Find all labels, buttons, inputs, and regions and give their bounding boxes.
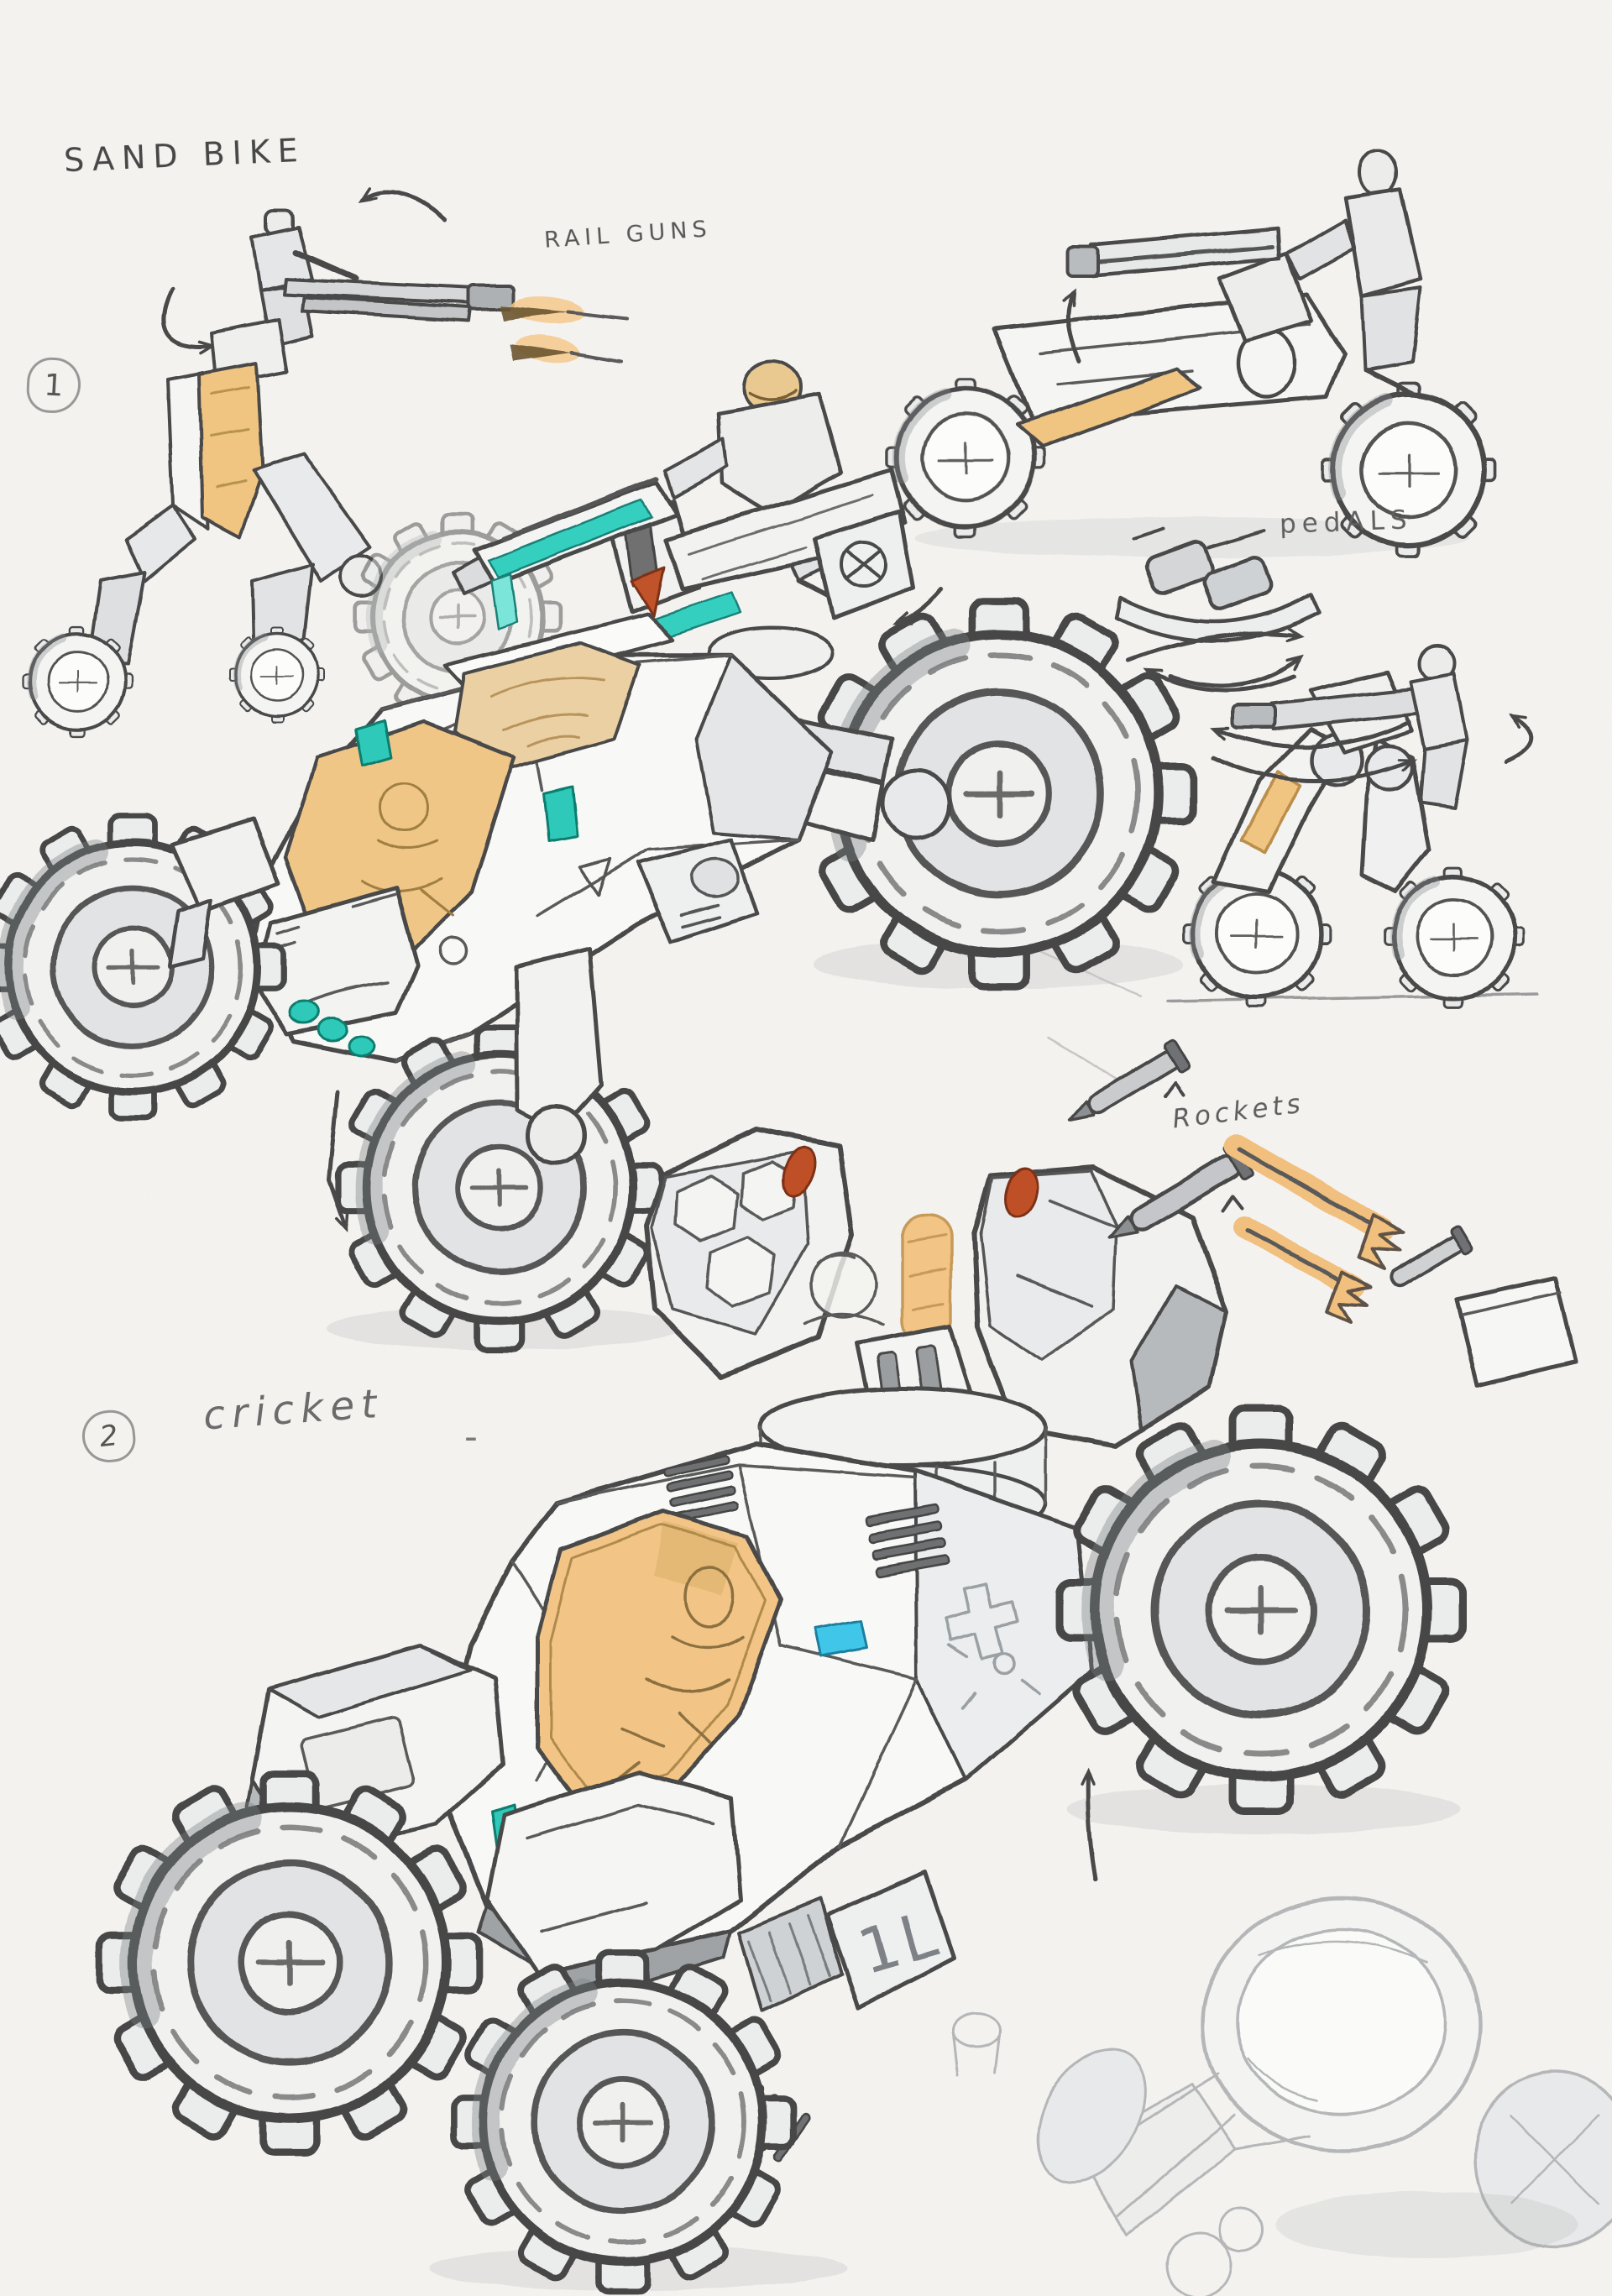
rider-figure [250, 208, 360, 348]
cricket-dash-mark: - [464, 1415, 478, 1458]
honeycomb-cells [673, 1160, 798, 1308]
mounted-gun [1066, 226, 1314, 343]
curved-arrow [161, 287, 217, 355]
top-view-faint-sketch [950, 1896, 1612, 2296]
wheel-hub-link [881, 768, 953, 840]
rocket-pod-left [644, 1127, 855, 1379]
rocket-exhaust-trail [1233, 1216, 1372, 1324]
teal-light [542, 784, 579, 843]
rotation-arrow [1144, 669, 1295, 693]
rotation-arrow [1168, 655, 1305, 688]
pedals-label: pedALS [1279, 505, 1414, 540]
teal-headlight [288, 1000, 320, 1025]
canopy-orange-panel [197, 362, 264, 539]
rail-gun-barrel [282, 277, 516, 322]
ammo-box [1454, 1275, 1578, 1388]
rotation-arrow [1211, 755, 1417, 783]
fender-arm [170, 817, 281, 914]
curved-arrow [893, 587, 945, 626]
pedals-detail-sketch [1114, 527, 1322, 693]
rocket-pod-right [971, 1164, 1228, 1448]
cricket-main-sketch: 1L [100, 1127, 1463, 2292]
teal-light-strip [490, 573, 519, 631]
curved-arrow [358, 186, 447, 222]
rocket-exhaust-trail [1224, 1133, 1405, 1271]
orange-beam [1239, 771, 1301, 855]
cyan-light [813, 1619, 869, 1658]
front-fork [514, 946, 604, 1134]
rockets-detail-sketch [1068, 1038, 1578, 1388]
wheel [23, 627, 132, 736]
rail-gun-assembly [452, 468, 916, 645]
item1-number: 1 [43, 367, 65, 404]
red-marker-light [782, 1146, 817, 1198]
vent-grille [864, 1504, 950, 1577]
pedal [1144, 540, 1215, 595]
down-arrow [327, 1089, 349, 1233]
pilot-sketch [603, 1566, 745, 1790]
motion-arrow [1127, 627, 1306, 662]
wheel-hub-link [525, 1104, 587, 1166]
rocket-projectile [1068, 1038, 1191, 1122]
up-arrow [1080, 1767, 1098, 1881]
sand-bike-main-sketch [0, 360, 1192, 1350]
rocket-projectile [1107, 1140, 1254, 1240]
sand-bike-side-view-sketch [887, 149, 1495, 557]
skeletal-cross-emblem [944, 1583, 1041, 1709]
rotation-arrow [1211, 719, 1411, 749]
rotation-arrow [1505, 712, 1535, 765]
item2-number: 2 [97, 1418, 120, 1455]
rocket-projectile [1389, 1225, 1473, 1289]
pedal [1201, 555, 1274, 612]
pedal-base-ring [1114, 592, 1322, 643]
teal-headlight [317, 1017, 348, 1042]
rider-figure [1285, 149, 1423, 397]
up-arrow [1062, 287, 1082, 363]
teal-light-strip [487, 499, 653, 579]
vent-grille [662, 1455, 740, 1523]
fender-arm [167, 897, 214, 970]
crosshair-emblem [840, 541, 887, 588]
orange-beam [1016, 368, 1202, 448]
wheel [1384, 867, 1524, 1007]
red-wedge-accent [630, 566, 665, 618]
muzzle-flash-tracers [500, 296, 630, 363]
wheel [230, 628, 324, 722]
teal-light [354, 719, 393, 767]
hull [249, 612, 834, 1064]
rider-figure [1409, 644, 1468, 809]
sand-bike-thumbnail-sketch [23, 186, 630, 736]
sand-bike-front-view-sketch [1127, 627, 1538, 1007]
teal-headlight [347, 1034, 375, 1058]
wheel [887, 379, 1044, 536]
red-marker-light [1003, 1167, 1039, 1217]
